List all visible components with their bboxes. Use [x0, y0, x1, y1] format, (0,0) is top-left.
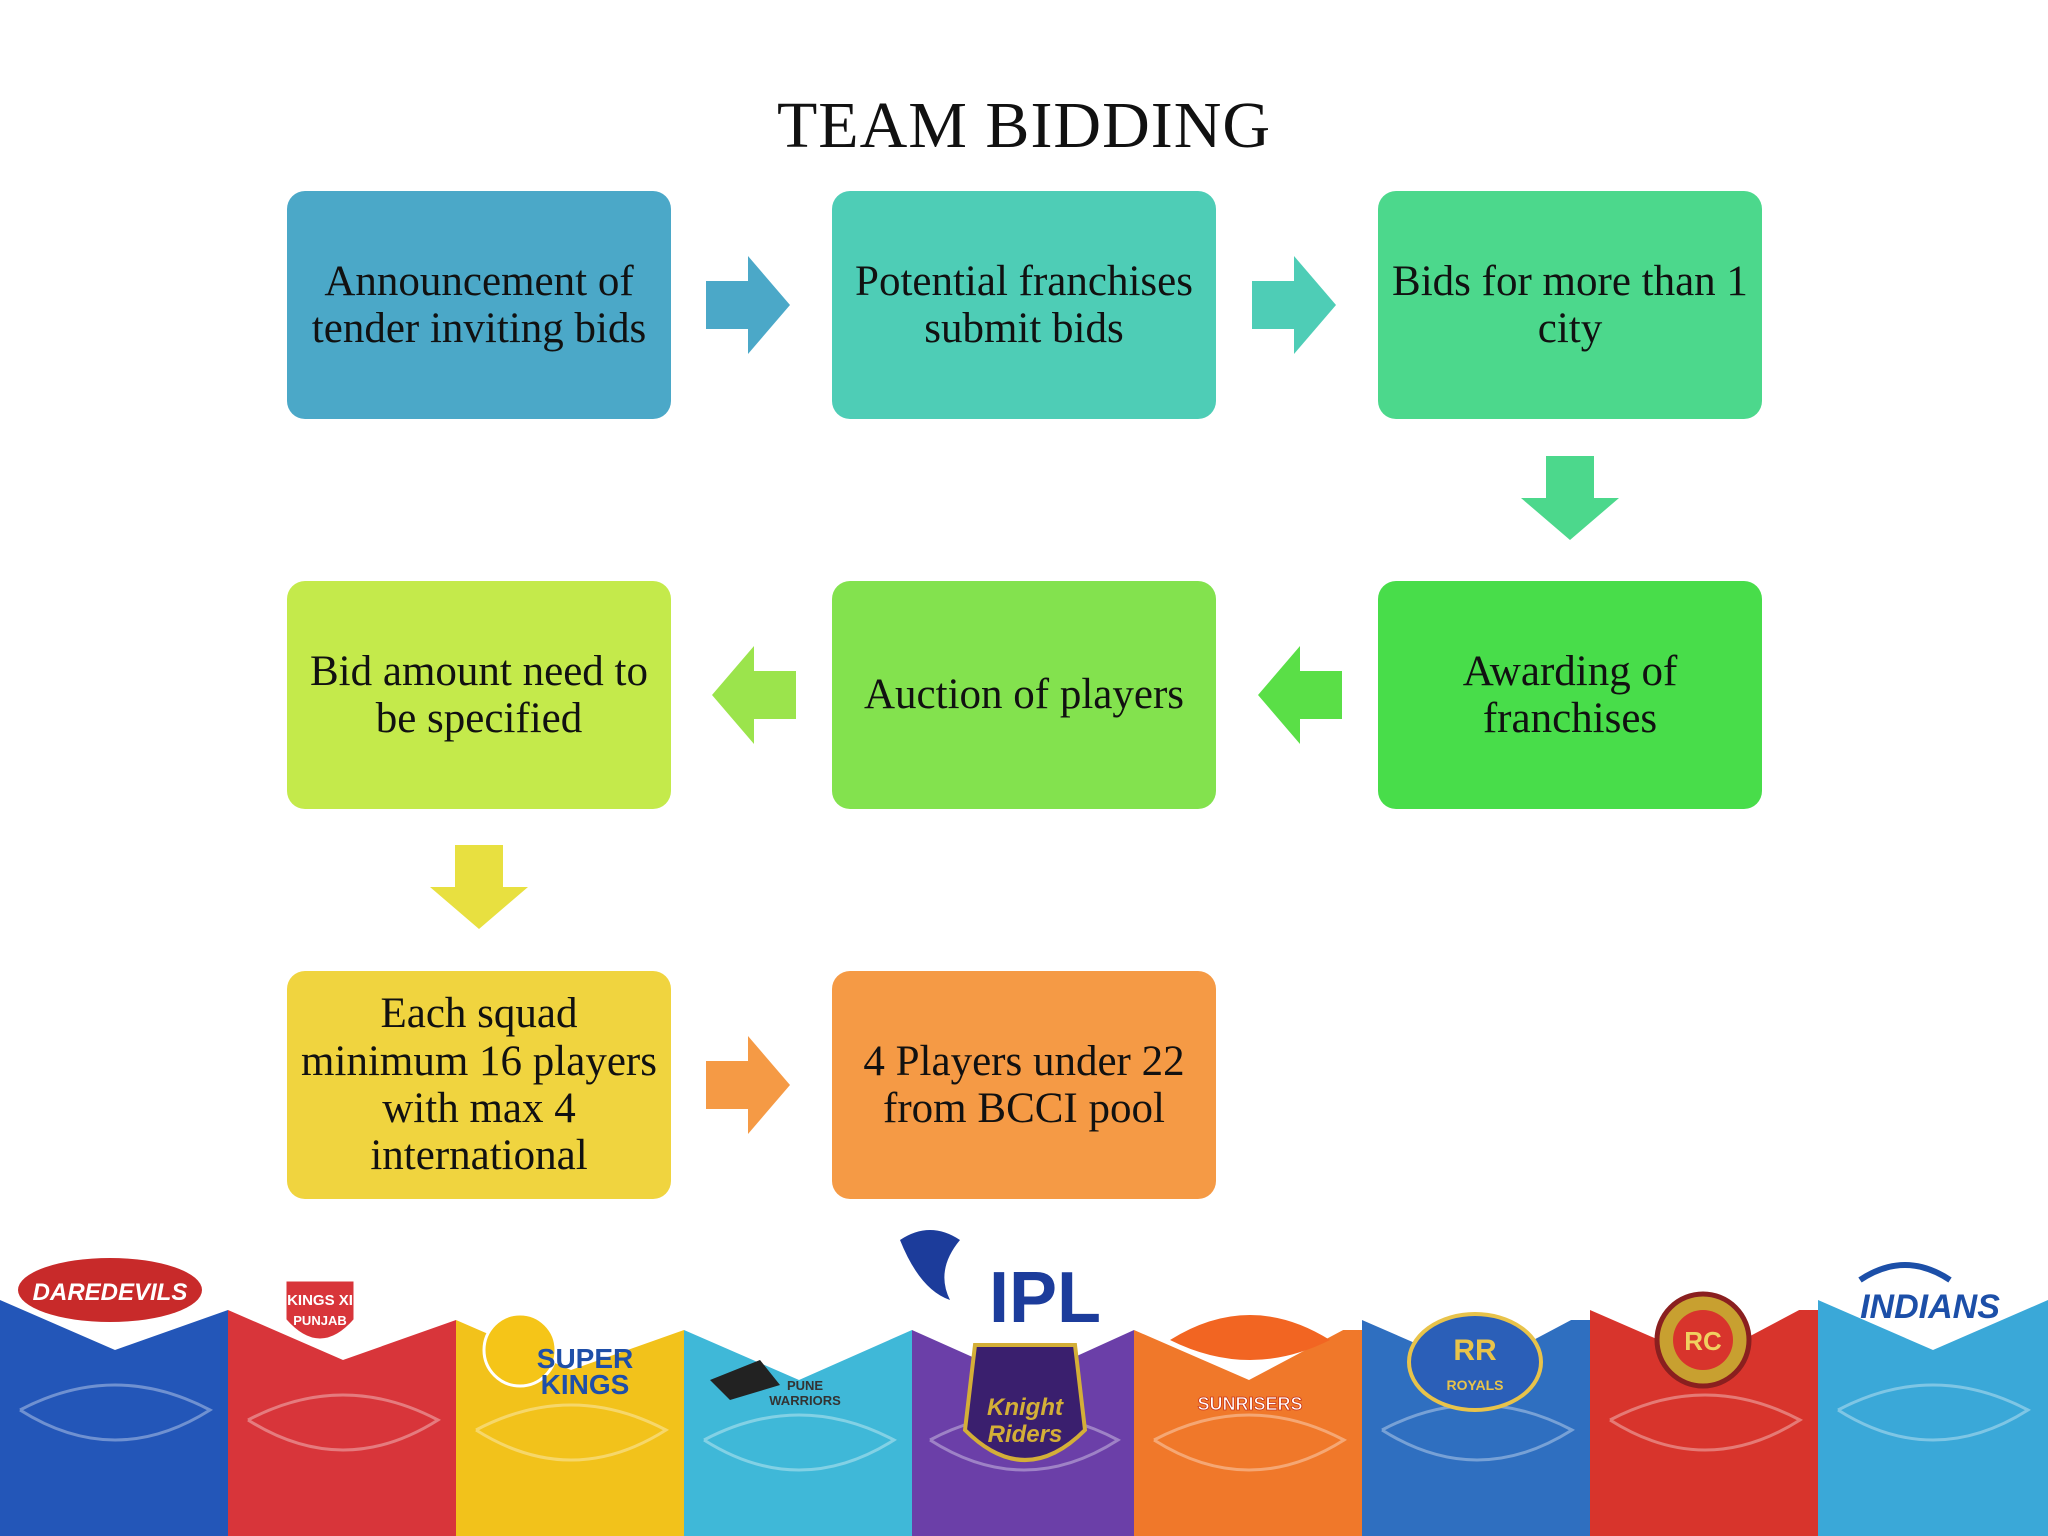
- step-1-box: Announcement of tender inviting bids: [287, 191, 671, 419]
- svg-text:Riders: Riders: [988, 1421, 1063, 1448]
- royal-challengers-logo: RC: [1654, 1291, 1752, 1389]
- knight-riders-logo: Knight Riders: [962, 1343, 1088, 1462]
- svg-text:IPL: IPL: [989, 1258, 1101, 1338]
- sunrisers-logo: SUNRISERS: [1170, 1315, 1330, 1414]
- arrow-down-icon: [1521, 456, 1619, 540]
- svg-text:RC: RC: [1684, 1326, 1722, 1356]
- svg-text:RR: RR: [1453, 1334, 1497, 1367]
- arrow-down-icon: [430, 845, 528, 929]
- step-8-box: 4 Players under 22 from BCCI pool: [832, 971, 1216, 1199]
- svg-text:ROYALS: ROYALS: [1446, 1377, 1503, 1393]
- svg-text:SUPER: SUPER: [537, 1343, 633, 1374]
- svg-text:WARRIORS: WARRIORS: [769, 1393, 841, 1408]
- arrow-left-icon: [712, 646, 796, 744]
- step-3-box: Bids for more than 1 city: [1378, 191, 1762, 419]
- pune-warriors-logo: PUNE WARRIORS: [710, 1360, 841, 1408]
- svg-text:DAREDEVILS: DAREDEVILS: [33, 1279, 188, 1306]
- mumbai-indians-logo: INDIANS: [1858, 1262, 2000, 1326]
- step-5-box: Auction of players: [832, 581, 1216, 809]
- arrow-right-icon: [1252, 256, 1336, 354]
- arrow-left-icon: [1258, 646, 1342, 744]
- step-2-box: Potential franchises submit bids: [832, 191, 1216, 419]
- ipl-team-banner: DAREDEVILS KINGS XI PUNJAB SUPER KINGS P…: [0, 1210, 2048, 1536]
- step-7-box: Each squad minimum 16 players with max 4…: [287, 971, 671, 1199]
- svg-text:PUNE: PUNE: [787, 1378, 823, 1393]
- svg-text:Knight: Knight: [987, 1394, 1064, 1421]
- svg-text:KINGS: KINGS: [541, 1369, 630, 1400]
- ipl-logo: IPL: [900, 1230, 1101, 1338]
- svg-text:PUNJAB: PUNJAB: [293, 1313, 346, 1328]
- svg-text:KINGS XI: KINGS XI: [287, 1292, 353, 1309]
- kings-xi-punjab-logo: KINGS XI PUNJAB: [283, 1278, 357, 1342]
- super-kings-logo: SUPER KINGS: [482, 1312, 633, 1400]
- daredevils-logo: DAREDEVILS: [18, 1258, 202, 1322]
- arrow-right-icon: [706, 256, 790, 354]
- step-4-box: Awarding of franchises: [1378, 581, 1762, 809]
- arrow-right-icon: [706, 1036, 790, 1134]
- page-title: TEAM BIDDING: [776, 89, 1272, 162]
- step-6-box: Bid amount need to be specified: [287, 581, 671, 809]
- svg-text:SUNRISERS: SUNRISERS: [1197, 1394, 1302, 1414]
- rajasthan-royals-logo: RR ROYALS: [1407, 1312, 1543, 1412]
- svg-text:INDIANS: INDIANS: [1860, 1288, 2000, 1326]
